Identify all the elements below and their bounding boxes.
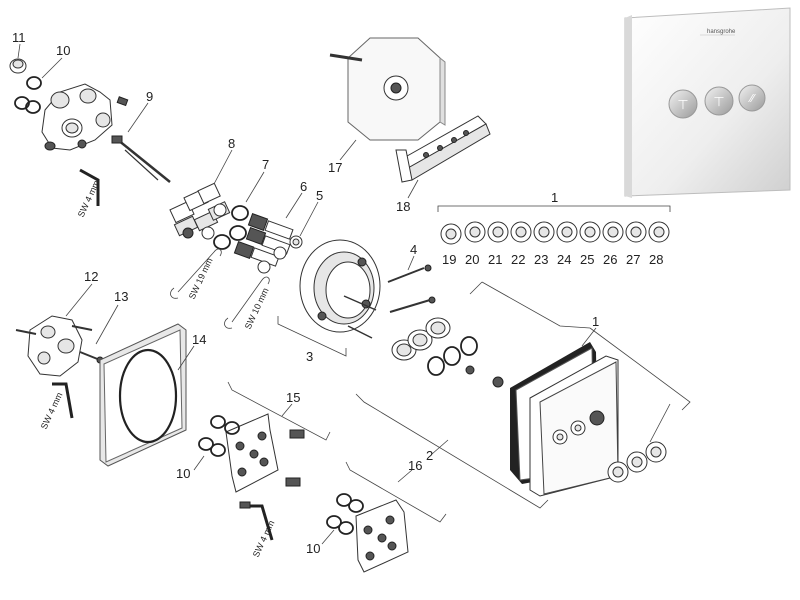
part-number-labels: 11 10 9 8 7 6 5 17 18 1 4 12 13 3 1 14 1… xyxy=(12,30,663,556)
label-9: 9 xyxy=(146,89,153,104)
valve-body xyxy=(41,83,113,151)
button-a-icon xyxy=(668,89,698,119)
label-15: 15 xyxy=(286,390,300,405)
hex-key-tool-1: SW 4 mm xyxy=(76,168,102,219)
label-10c: 10 xyxy=(306,541,320,556)
label-18: 18 xyxy=(396,199,410,214)
part-10-orings-mid xyxy=(198,415,240,457)
part-14-cover-frame xyxy=(99,323,187,467)
button-27 xyxy=(625,221,647,243)
label-10: 10 xyxy=(56,43,70,58)
button-c-icon xyxy=(738,84,766,112)
label-28: 28 xyxy=(649,252,663,267)
label-4: 4 xyxy=(410,242,417,257)
label-24: 24 xyxy=(557,252,571,267)
label-13: 13 xyxy=(114,289,128,304)
wrench-sw19: SW 19 mm xyxy=(170,248,222,301)
part-15-flange xyxy=(225,381,331,493)
button-b-icon xyxy=(704,86,734,116)
hex-key-tool-2: SW 4 mm xyxy=(39,382,74,431)
wrench-sw10: SW 10 mm xyxy=(224,276,271,331)
part-1-trim-plate xyxy=(510,342,619,497)
button-25 xyxy=(579,221,601,243)
label-12: 12 xyxy=(84,269,98,284)
label-3: 3 xyxy=(306,349,313,364)
label-8: 8 xyxy=(228,136,235,151)
label-23: 23 xyxy=(534,252,548,267)
label-5: 5 xyxy=(316,188,323,203)
part-10-orings-top xyxy=(14,76,42,114)
button-22 xyxy=(510,221,532,243)
label-21: 21 xyxy=(488,252,502,267)
label-6: 6 xyxy=(300,179,307,194)
label-26: 26 xyxy=(603,252,617,267)
buttons-row xyxy=(440,221,670,245)
svg-text:SW 19 mm: SW 19 mm xyxy=(187,256,215,301)
part-10-orings-bottom xyxy=(326,493,364,535)
part-3-trim-ring xyxy=(277,239,381,357)
part-16-backplate xyxy=(345,461,447,573)
label-20: 20 xyxy=(465,252,479,267)
part-8-cartridges xyxy=(169,182,231,240)
label-7: 7 xyxy=(262,157,269,172)
label-22: 22 xyxy=(511,252,525,267)
label-1b: 1 xyxy=(592,314,599,329)
brand-logo: hansgrohe xyxy=(707,29,736,35)
label-14: 14 xyxy=(192,332,206,347)
part-18-bracket xyxy=(395,115,491,183)
label-19: 19 xyxy=(442,252,456,267)
button-19 xyxy=(440,223,462,245)
part-6-stems xyxy=(233,212,294,267)
label-16: 16 xyxy=(408,458,422,473)
label-11: 11 xyxy=(12,30,26,45)
svg-text:⊤: ⊤ xyxy=(677,98,688,113)
part-9-spindle xyxy=(111,96,171,183)
svg-text:⊤: ⊤ xyxy=(713,95,724,110)
part-4-screws xyxy=(387,264,436,313)
svg-text:SW 10 mm: SW 10 mm xyxy=(243,286,271,331)
button-20 xyxy=(464,221,486,243)
label-27: 27 xyxy=(626,252,640,267)
part-5-nuts xyxy=(257,235,303,274)
label-1a: 1 xyxy=(551,190,558,205)
part-11-cap xyxy=(9,58,27,74)
label-2: 2 xyxy=(426,448,433,463)
svg-text:⁄⁄: ⁄⁄ xyxy=(747,92,756,105)
part-12-valve-body xyxy=(15,315,93,377)
leader-lines xyxy=(17,43,671,545)
button-21 xyxy=(487,221,509,243)
button-23 xyxy=(533,221,555,243)
part-7-orings xyxy=(213,205,249,250)
button-28 xyxy=(648,221,670,243)
loose-buttons xyxy=(607,441,667,483)
adapters xyxy=(391,317,504,388)
label-10b: 10 xyxy=(176,466,190,481)
label-25: 25 xyxy=(580,252,594,267)
svg-text:SW 4 mm: SW 4 mm xyxy=(39,391,65,431)
product-render: hansgrohe ⊤ ⊤ ⁄⁄ xyxy=(624,7,791,198)
label-17: 17 xyxy=(328,160,342,175)
part-1-button-set-bracket xyxy=(437,205,671,212)
hex-key-tool-3: SW 4 mm xyxy=(239,501,277,559)
button-26 xyxy=(602,221,624,243)
button-24 xyxy=(556,221,578,243)
part-17-rough-plate xyxy=(329,37,446,141)
part-2-bracket xyxy=(355,281,691,509)
